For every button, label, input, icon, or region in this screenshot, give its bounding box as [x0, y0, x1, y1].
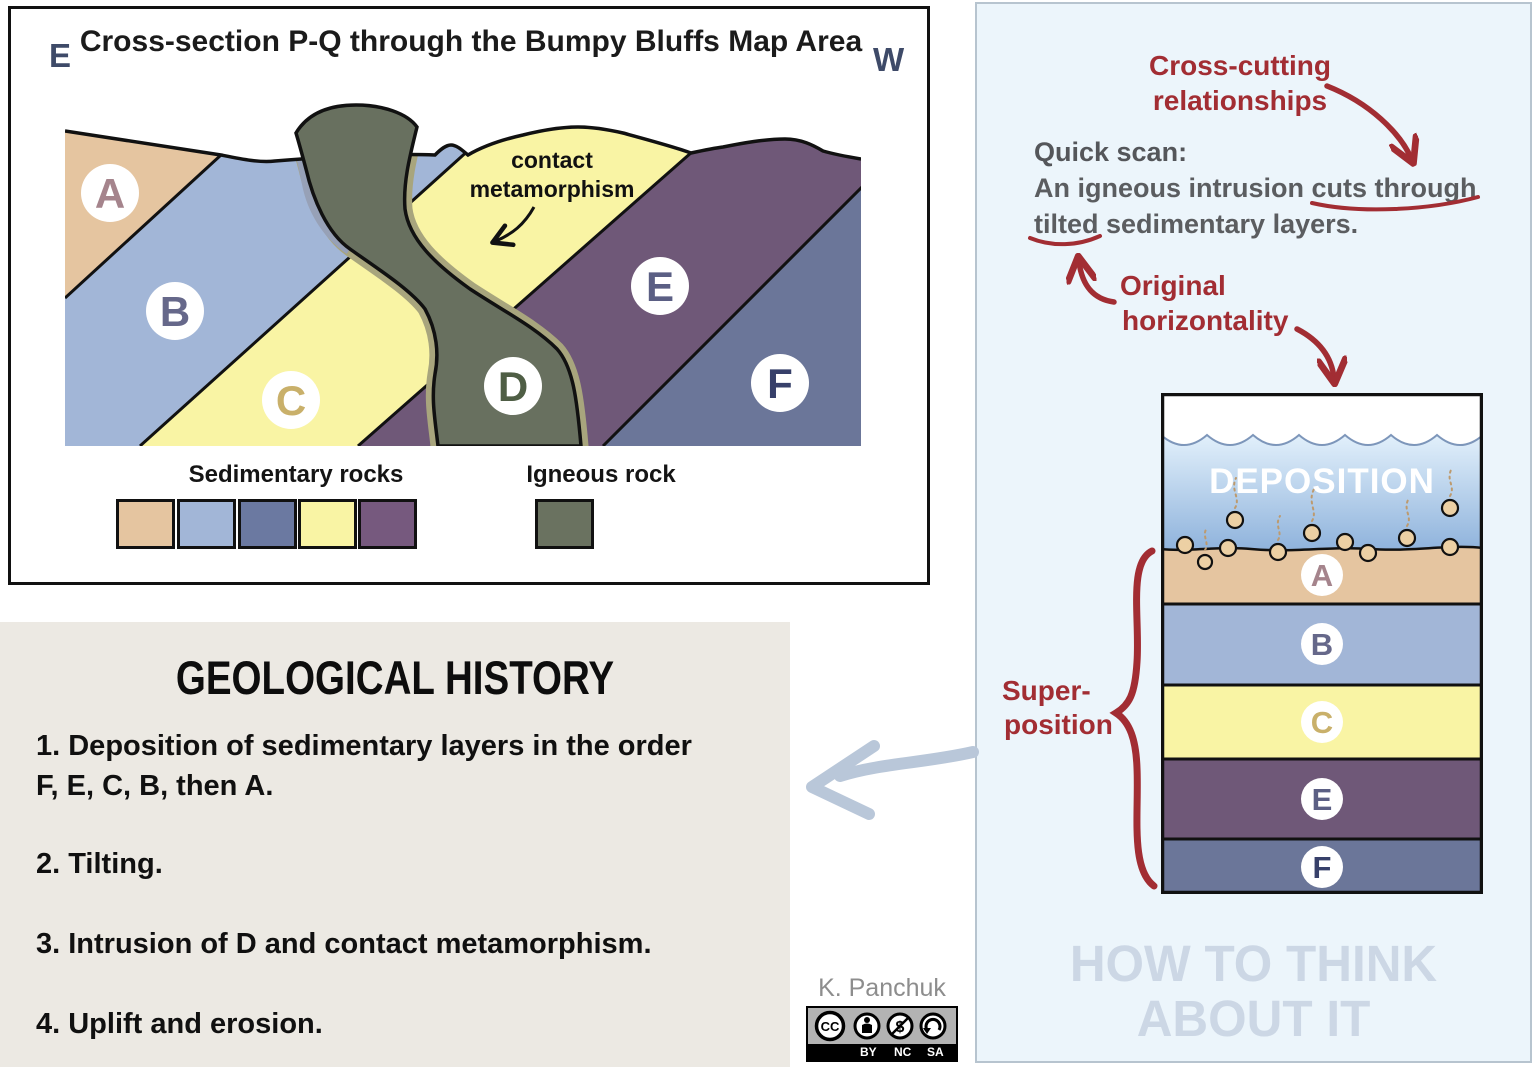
sharealike-sa-icon — [919, 1012, 947, 1040]
deposition-column-diagram: DEPOSITION A B C E F — [1161, 393, 1483, 894]
footer-line1: HOW TO THINK — [1069, 935, 1438, 992]
west-direction-label: W — [873, 41, 905, 78]
contact-metamorphism-arrow — [490, 206, 536, 248]
unit-b-label: B — [160, 288, 190, 335]
history-item-3: 3. Intrusion of D and contact metamorphi… — [36, 928, 652, 960]
column-label-b: B — [1311, 627, 1333, 662]
superposition-line1: Super- — [1002, 675, 1091, 706]
history-item-1: 1. Deposition of sedimentary layers in t… — [36, 726, 766, 806]
nc-label: NC — [894, 1045, 912, 1059]
history-item-1-line2: F, E, C, B, then A. — [36, 770, 274, 802]
history-item-1-line1: 1. Deposition of sedimentary layers in t… — [36, 730, 692, 762]
unit-c-label: C — [276, 377, 306, 424]
legend-swatch-a — [116, 499, 175, 549]
unit-a-label: A — [95, 170, 125, 217]
legend-swatch-e — [358, 499, 417, 549]
superposition-line2: position — [1004, 709, 1113, 740]
quick-scan-block: Quick scan: An igneous intrusion cuts th… — [1034, 134, 1514, 242]
cross-section-panel: Cross-section P-Q through the Bumpy Bluf… — [8, 6, 930, 585]
cc-license-terms: BY NC SA — [808, 1044, 956, 1060]
deposition-label: DEPOSITION — [1209, 462, 1435, 501]
east-direction-label: E — [49, 37, 72, 74]
history-item-4: 4. Uplift and erosion. — [36, 1008, 323, 1040]
noncommercial-nc-icon: $ — [886, 1012, 914, 1040]
cc-license-icons: CC $ — [814, 1010, 947, 1042]
quick-scan-heading: Quick scan: — [1034, 137, 1188, 167]
cc-icon: CC — [814, 1010, 846, 1042]
by-label: BY — [860, 1045, 877, 1059]
sediment-grains — [1175, 498, 1460, 571]
cross-cutting-heading: Cross-cutting relationships — [1060, 48, 1420, 118]
column-label-f: F — [1313, 850, 1332, 885]
seafloor-line — [1161, 545, 1483, 552]
column-label-e: E — [1312, 782, 1333, 817]
cross-cutting-line2: relationships — [1152, 85, 1328, 116]
legend-swatch-b — [177, 499, 236, 549]
contact-metamorphism-annotation: contact metamorphism — [470, 147, 635, 202]
original-horizontality-line2: horizontality — [1122, 305, 1289, 336]
how-to-think-footer: HOW TO THINK ABOUT IT — [985, 936, 1521, 1046]
attribution-by-icon — [853, 1012, 881, 1040]
contact-label-line1: contact — [511, 147, 593, 173]
sa-label: SA — [927, 1045, 944, 1059]
water-surface-waves — [1161, 433, 1483, 446]
quick-scan-line2: tilted sedimentary layers. — [1034, 209, 1359, 239]
cross-section-diagram: A B C D E F contact metamorphism — [65, 103, 861, 446]
legend-igneous-title: Igneous rock — [526, 461, 676, 488]
legend-swatch-igneous — [535, 499, 594, 549]
cross-section-title: Cross-section P-Q through the Bumpy Bluf… — [79, 25, 863, 58]
settling-trails — [1203, 467, 1453, 551]
unit-f-label: F — [767, 360, 793, 407]
footer-line2: ABOUT IT — [1136, 990, 1371, 1047]
svg-text:CC: CC — [821, 1019, 840, 1034]
history-item-2: 2. Tilting. — [36, 848, 163, 880]
geological-history-panel: GEOLOGICAL HISTORY 1. Deposition of sedi… — [0, 622, 790, 1067]
legend-sedimentary-title: Sedimentary rocks — [188, 461, 404, 488]
legend-swatch-c — [298, 499, 357, 549]
cc-license-badge: CC $ BY NC SA — [806, 1006, 958, 1062]
legend-swatch-f — [238, 499, 297, 549]
link-arrow-to-history — [806, 740, 979, 820]
unit-labels: A B C D E F — [81, 164, 809, 429]
cross-cutting-line1: Cross-cutting — [1149, 50, 1331, 81]
column-labels: A B C E F — [1301, 554, 1343, 888]
original-horizontality-line1: Original — [1120, 270, 1226, 301]
column-label-c: C — [1311, 705, 1333, 740]
column-label-a: A — [1311, 558, 1333, 593]
contact-label-line2: metamorphism — [470, 176, 635, 202]
unit-e-label: E — [646, 263, 674, 310]
history-title: GEOLOGICAL HISTORY — [175, 651, 615, 704]
author-credit: K. Panchuk — [818, 974, 946, 1002]
quick-scan-line1: An igneous intrusion cuts through — [1034, 173, 1477, 203]
unit-d-label: D — [498, 363, 528, 410]
